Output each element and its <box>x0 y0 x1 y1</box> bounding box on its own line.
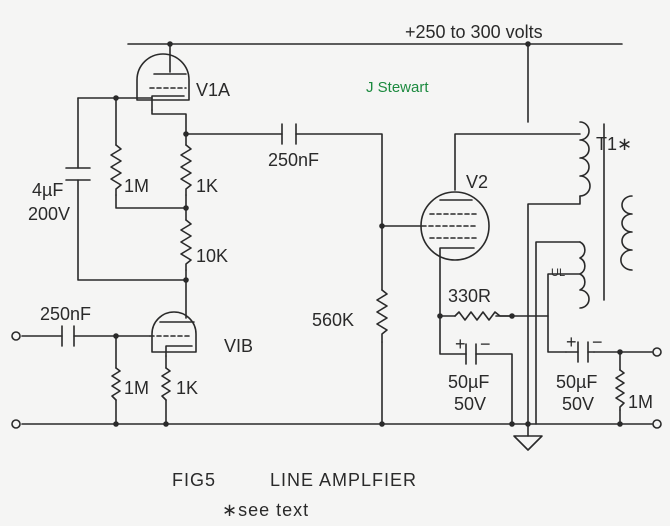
resistor-1k-cathode <box>161 367 171 401</box>
ground-symbol <box>513 435 543 451</box>
input-cap-label: 250nF <box>40 304 91 324</box>
tube-v1b <box>149 311 197 357</box>
junction-dot <box>525 421 531 427</box>
junction-dot <box>617 421 623 427</box>
v2-cathode <box>439 247 475 257</box>
junction-dot <box>113 421 119 427</box>
r10k-label: 10K <box>196 246 228 266</box>
junction-dot <box>437 313 443 319</box>
input-terminal <box>11 331 21 341</box>
bypass-cap-value-label: 4µF <box>32 180 63 200</box>
output-cap-plus-sign: + <box>566 332 577 352</box>
junction-dot <box>163 421 169 427</box>
junction-dot <box>509 421 515 427</box>
v1a-envelope <box>136 53 190 101</box>
capacitor-coupling-250nf <box>281 123 297 145</box>
primary-return-wire <box>527 195 581 425</box>
capacitor-output-50uf <box>577 341 589 363</box>
supply-label: +250 to 300 volts <box>405 22 543 42</box>
r1m-out-label: 1M <box>628 392 653 412</box>
transformer-label: T1∗ <box>596 134 632 154</box>
v2-cap-plus-sign: + <box>455 334 466 354</box>
resistors <box>110 144 625 411</box>
v2-anode-wire <box>454 133 581 191</box>
capacitor-4uf <box>65 167 91 181</box>
v1a-cathode <box>151 95 185 111</box>
r330r-label: 330R <box>448 286 491 306</box>
r1m-upper-bottom-wire <box>115 194 187 209</box>
t1-primary-lower-winding <box>579 241 590 309</box>
junction-dot <box>183 205 189 211</box>
input-ground-terminal <box>11 419 21 429</box>
coupling-cap-label: 250nF <box>268 150 319 170</box>
output-terminal <box>652 347 662 357</box>
output-cap-left-wire <box>547 315 567 353</box>
junction-dot <box>167 41 173 47</box>
junction-dot <box>525 41 531 47</box>
junction-dot <box>617 349 623 355</box>
v2-cap-voltage-label: 50V <box>454 394 486 414</box>
junction-dot <box>113 95 119 101</box>
resistor-10k <box>180 219 192 271</box>
author-signature: J Stewart <box>366 79 429 96</box>
figure-title: LINE AMPLFIER <box>270 470 417 490</box>
ground-icon <box>513 435 543 451</box>
v1a-cathode-wire <box>151 109 187 146</box>
junction-dot <box>183 131 189 137</box>
v2-label: V2 <box>466 172 488 192</box>
resistor-1m-grid <box>111 367 121 401</box>
tube-v1a <box>136 53 190 111</box>
output-cap-voltage-label: 50V <box>562 394 594 414</box>
v2-cap-right-wire <box>475 353 513 425</box>
capacitor-v2-50uf <box>465 343 477 365</box>
junction-dot <box>113 333 119 339</box>
terminals <box>11 331 662 429</box>
resistor-1m-out <box>615 369 625 411</box>
v1b-envelope <box>151 311 197 353</box>
junction-dot <box>379 421 385 427</box>
capacitor-input-250nf <box>61 325 75 347</box>
transformer-t1 <box>579 121 633 309</box>
r1m-upper-label: 1M <box>124 176 149 196</box>
coupling-right-wire <box>295 133 383 291</box>
t1-secondary-winding <box>620 195 633 271</box>
wiring <box>21 43 653 437</box>
t1-primary-upper-winding <box>579 121 591 197</box>
tube-v2 <box>420 191 490 261</box>
bypass-cap-voltage-label: 200V <box>28 204 70 224</box>
v1b-label: VIB <box>224 336 253 356</box>
v2-envelope <box>420 191 490 261</box>
figure-note: ∗see text <box>222 500 309 520</box>
resistor-1m-upper <box>110 144 122 196</box>
junction-dot <box>183 277 189 283</box>
v1b-cathode <box>165 345 193 357</box>
v1a-label: V1A <box>196 80 230 100</box>
resistor-330r <box>454 311 513 321</box>
resistor-1k-upper <box>180 144 192 196</box>
v2-cap-minus-sign: − <box>480 334 491 354</box>
r1k-cathode-label: 1K <box>176 378 198 398</box>
output-cap-value-label: 50µF <box>556 372 597 392</box>
labels: +250 to 300 volts J Stewart V1A VIB V2 T… <box>28 22 653 520</box>
r1k-upper-label: 1K <box>196 176 218 196</box>
output-ground-terminal <box>652 419 662 429</box>
v2-ul-wire <box>495 273 581 317</box>
r560k-label: 560K <box>312 310 354 330</box>
ul-tap-label: UL <box>551 267 565 279</box>
v2-cap-value-label: 50µF <box>448 372 489 392</box>
resistor-560k <box>376 289 388 343</box>
output-cap-minus-sign: − <box>592 332 603 352</box>
secondary-left-wire <box>535 241 581 425</box>
v2-cap-left-wire <box>439 315 467 355</box>
bypass-cap-bottom-wire <box>77 179 187 281</box>
figure-number: FIG5 <box>172 470 216 490</box>
r1m-grid-label: 1M <box>124 378 149 398</box>
junction-dot <box>379 223 385 229</box>
junctions <box>113 41 623 427</box>
capacitors <box>61 123 595 365</box>
